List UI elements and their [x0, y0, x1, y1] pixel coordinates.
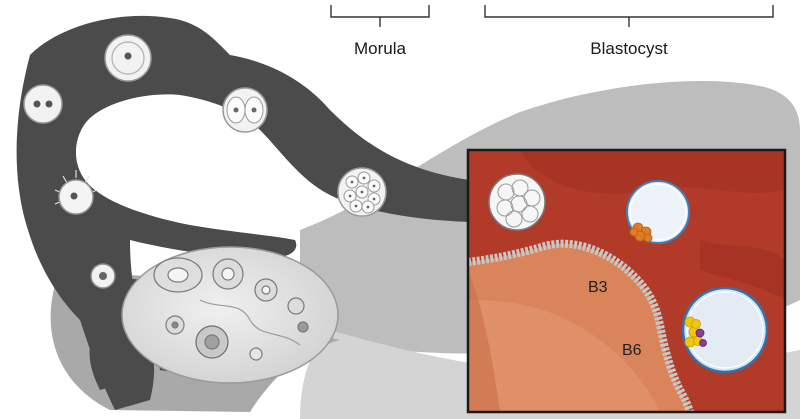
inset-border	[466, 148, 787, 414]
b6-label: B6	[622, 342, 642, 359]
blastocyst-label: Blastocyst	[590, 39, 668, 58]
cleavage-embryo-icon	[222, 87, 268, 133]
blastocyst-icm-icon	[626, 180, 690, 244]
morula-bracket	[330, 5, 430, 27]
b3-label: B3	[588, 279, 608, 296]
morula-label: Morula	[354, 39, 407, 58]
endometrium-inset: B3 B6	[468, 150, 785, 412]
zygote-icon	[23, 84, 63, 124]
fertilized-egg-icon	[54, 170, 98, 215]
morula-icon	[337, 167, 387, 217]
follicle-icon	[90, 263, 116, 289]
implanting-blastocyst-icon	[681, 286, 769, 374]
ovary-follicles	[153, 257, 309, 361]
blastocyst-icon	[488, 173, 546, 231]
blastocyst-bracket	[484, 5, 774, 27]
oocyte-icon	[104, 34, 152, 82]
